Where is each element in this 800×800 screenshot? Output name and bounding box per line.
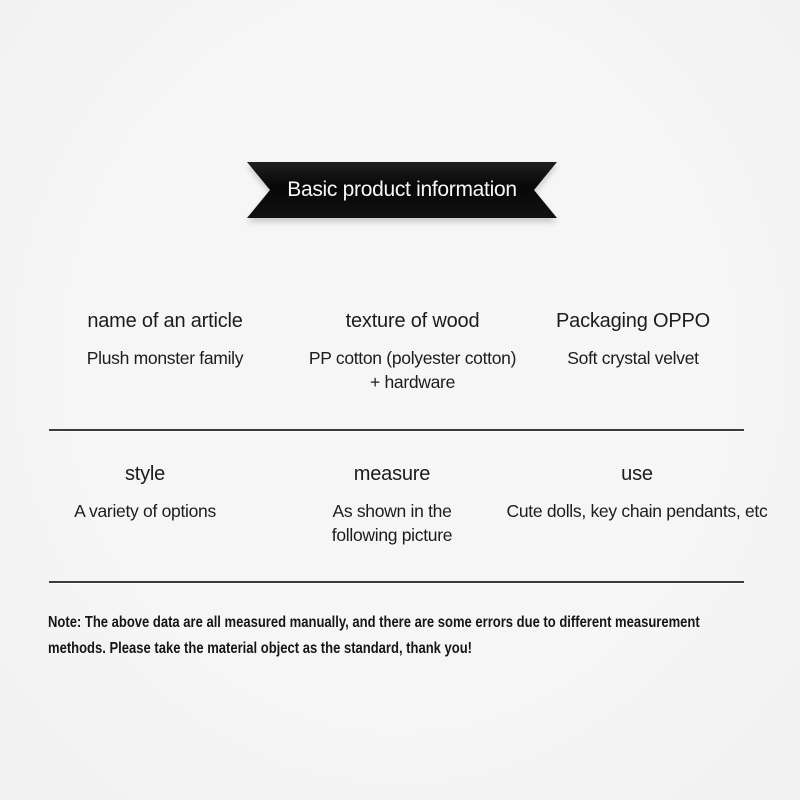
spec-label: texture of wood: [345, 310, 480, 332]
spec-label: measure: [353, 463, 431, 485]
note-line-2: methods. Please take the material object…: [48, 640, 473, 657]
spec-value: Cute dolls, key chain pendants, etc: [506, 501, 768, 521]
spec-value: Plush monster family: [86, 348, 244, 368]
spec-label: use: [621, 463, 653, 485]
spec-use: use Cute dolls, key chain pendants, etc: [487, 461, 787, 523]
spec-label: style: [124, 463, 166, 485]
spec-texture: texture of wood PP cotton (polyester cot…: [285, 308, 540, 394]
spec-style: style A variety of options: [20, 461, 270, 523]
note-line-1: Note: The above data are all measured ma…: [48, 614, 700, 631]
banner-ribbon: Basic product information: [247, 162, 557, 218]
spec-value: PP cotton (polyester cotton) + hardware: [308, 348, 517, 392]
divider-bottom: [49, 581, 744, 583]
spec-value: As shown in the following picture: [331, 501, 453, 545]
spec-value: Soft crystal velvet: [567, 348, 699, 368]
spec-value: A variety of options: [74, 501, 216, 521]
spec-label: name of an article: [87, 310, 243, 332]
spec-packaging: Packaging OPPO Soft crystal velvet: [508, 308, 758, 370]
measurement-note: Note: The above data are all measured ma…: [48, 610, 800, 662]
spec-label: Packaging OPPO: [556, 310, 710, 332]
spec-article-name: name of an article Plush monster family: [40, 308, 290, 370]
spec-measure: measure As shown in the following pictur…: [267, 461, 517, 547]
banner-title: Basic product information: [247, 162, 557, 218]
divider-top: [49, 429, 744, 431]
